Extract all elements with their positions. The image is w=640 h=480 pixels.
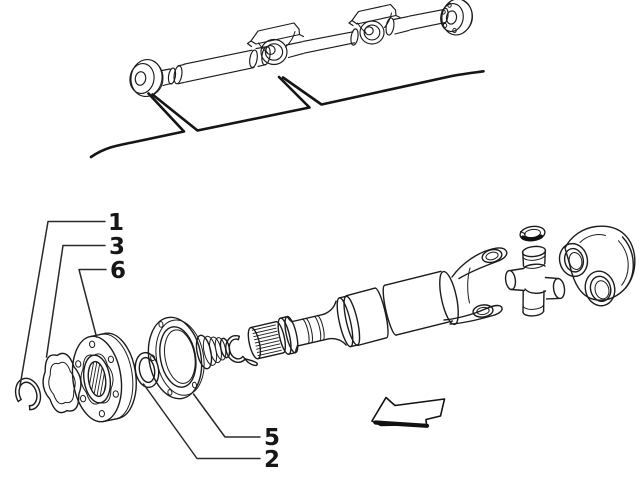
callout-2-leader (142, 383, 261, 460)
universal-joint-cross (504, 245, 566, 317)
mid-shaft-tube (302, 28, 359, 54)
splined-shaft-and-tube (247, 270, 454, 360)
front-shaft-tube (183, 45, 271, 83)
retaining-clip (225, 335, 258, 367)
front-yoke (439, 247, 508, 326)
callout-6-leader (78, 268, 107, 338)
callout-3-leader (45, 244, 106, 358)
detail-pointer-brace (89, 70, 485, 159)
rear-joint-support (348, 3, 410, 45)
callout-1: 1 (19, 210, 124, 387)
callout-3: 3 (45, 234, 125, 358)
callout-5-label: 5 (264, 425, 280, 451)
flex-gasket-part (42, 352, 82, 414)
callout-5: 5 (192, 393, 280, 451)
callout-1-label: 1 (108, 210, 124, 236)
centering-cover-part (147, 316, 205, 400)
callout-3-label: 3 (109, 234, 125, 260)
rear-flange (440, 0, 473, 36)
callouts: 1 3 6 5 2 (19, 210, 280, 473)
direction-arrow-icon (371, 396, 446, 428)
uj-snap-ring (519, 225, 546, 242)
center-bearing-support (246, 22, 305, 66)
callout-1-leader (19, 220, 106, 387)
exploded-view (14, 225, 636, 428)
callout-6: 6 (78, 258, 126, 338)
front-flex-coupling (129, 58, 185, 98)
snap-ring-part (14, 377, 42, 411)
callout-5-leader (192, 393, 261, 438)
callout-2-label: 2 (264, 447, 280, 473)
callout-2: 2 (142, 383, 280, 473)
flange-yoke (558, 225, 636, 307)
assembled-driveshaft-overview (89, 0, 485, 159)
callout-6-label: 6 (110, 258, 126, 284)
